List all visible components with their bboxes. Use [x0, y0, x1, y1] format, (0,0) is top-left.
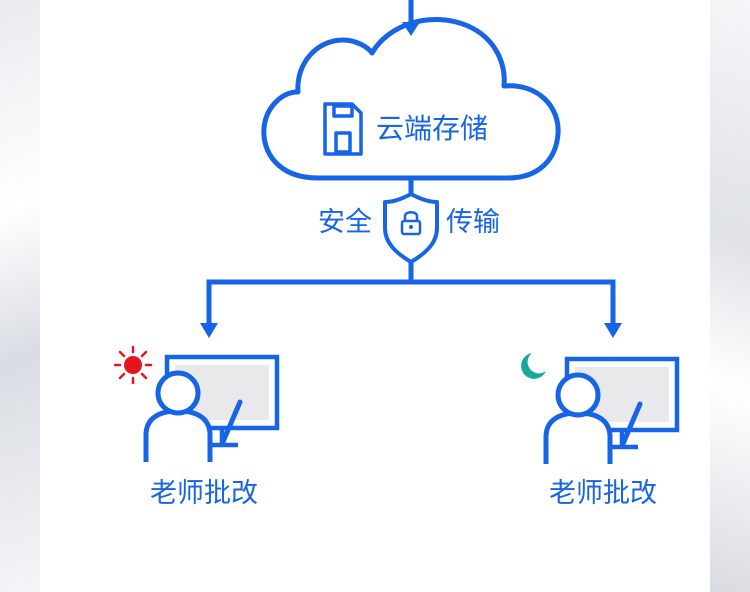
teacher-label-left: 老师批改	[150, 478, 258, 509]
background-left	[0, 0, 40, 592]
cloud-shape	[261, 16, 561, 181]
disk-icon	[323, 102, 363, 156]
diagram-panel	[40, 0, 710, 592]
sun-icon	[113, 345, 153, 385]
background-right	[710, 0, 750, 592]
cloud-label: 云端存储	[376, 112, 489, 145]
teacher-person-left	[143, 370, 243, 462]
teacher-label-right: 老师批改	[549, 478, 657, 509]
transfer-right-label: 传输	[446, 207, 500, 238]
pen-line-left	[219, 399, 243, 447]
moon-icon	[521, 353, 546, 379]
pen-line-right	[619, 401, 643, 449]
lock-icon	[400, 211, 422, 236]
split-connector	[206, 279, 616, 328]
teacher-person-right	[543, 372, 643, 464]
left-arrowhead	[200, 323, 218, 338]
transfer-left-label: 安全	[318, 207, 372, 238]
right-arrowhead	[604, 323, 622, 338]
